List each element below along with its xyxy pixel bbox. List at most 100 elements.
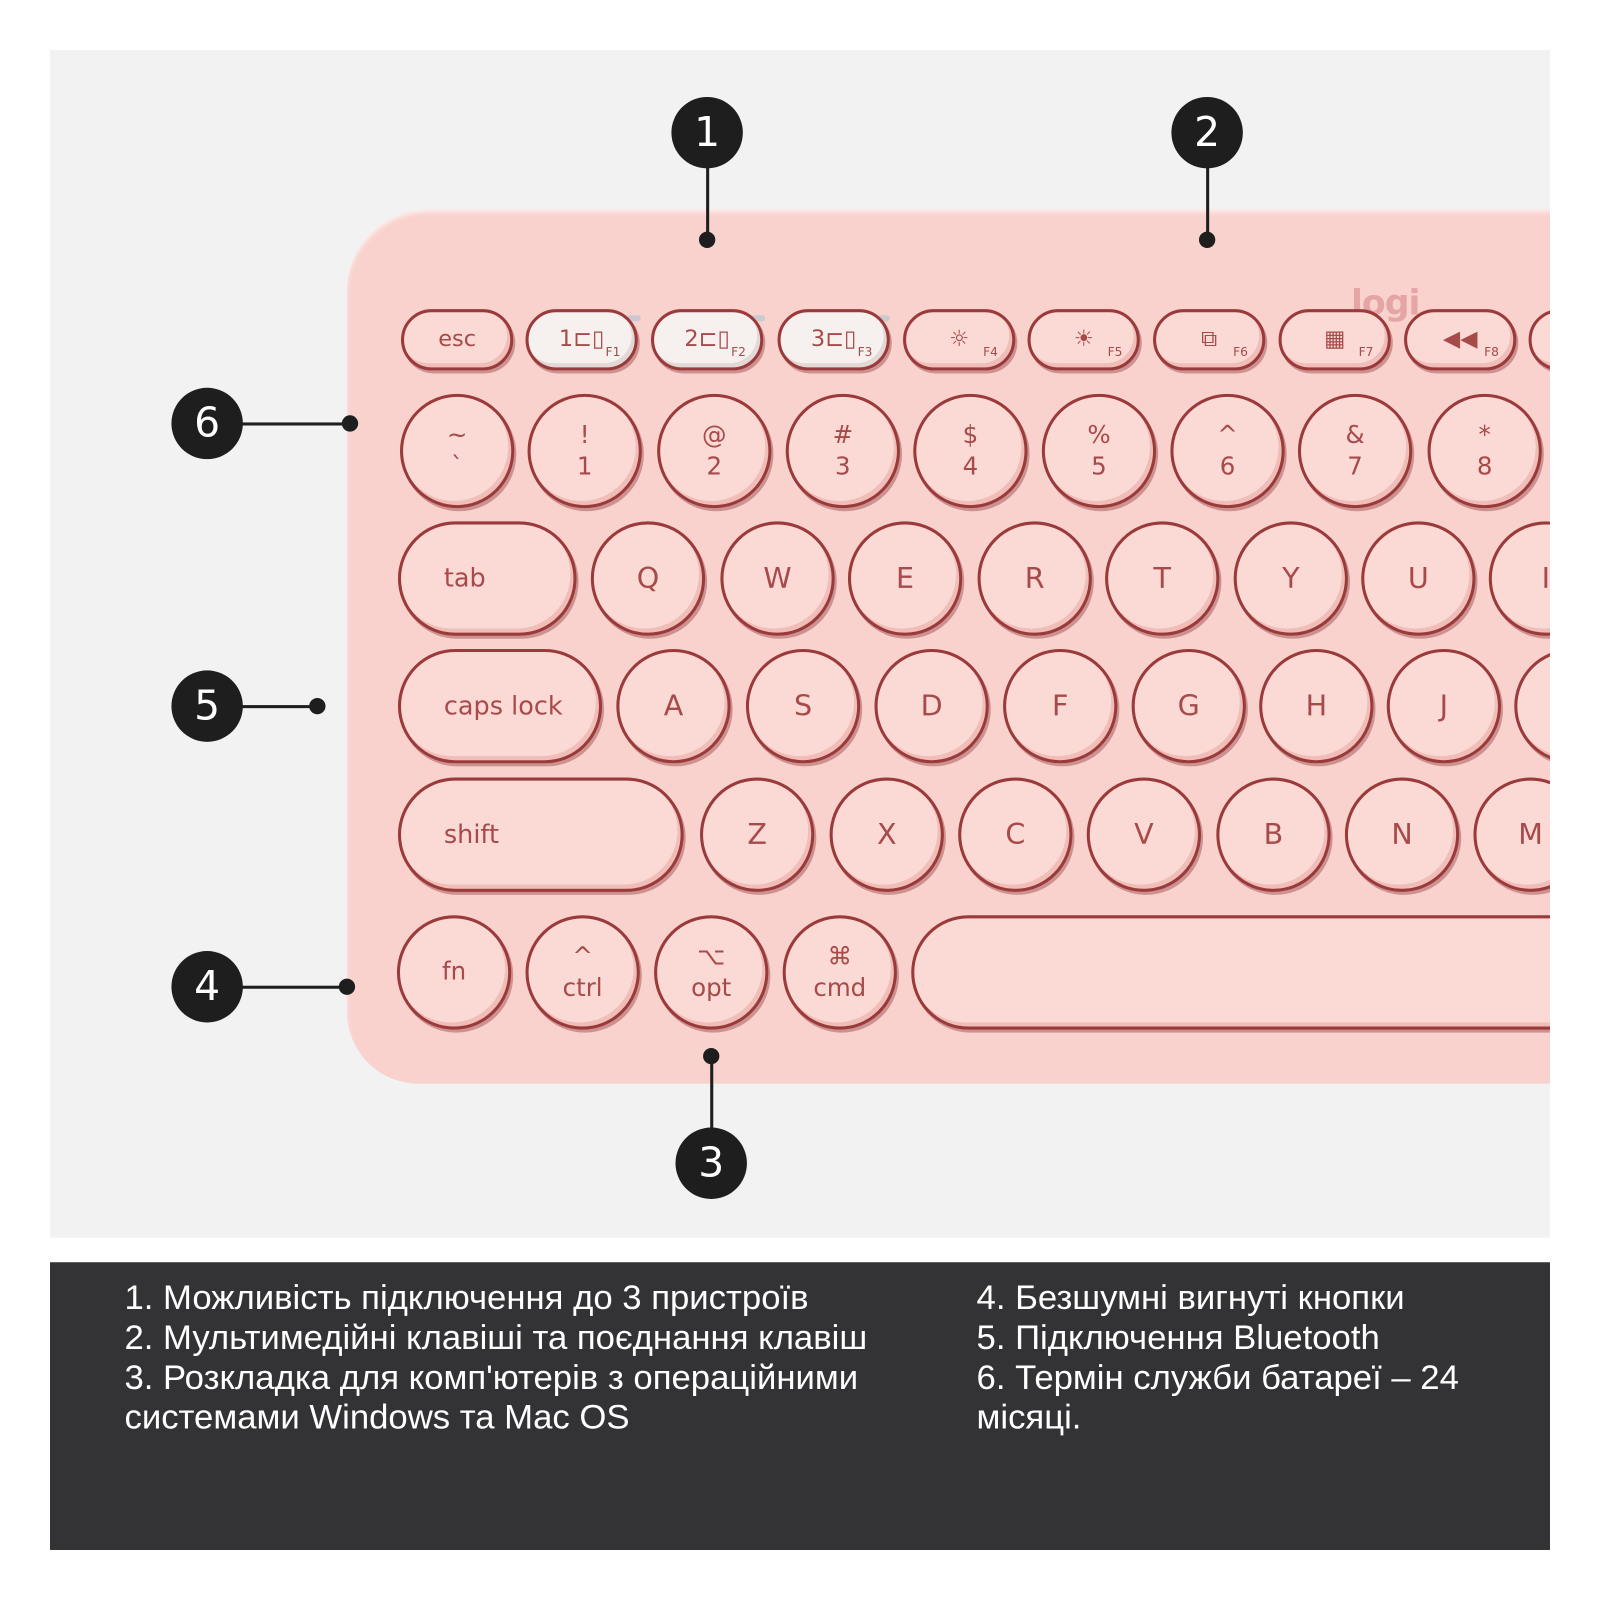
key-k[interactable]: K (1514, 648, 1550, 764)
key-num-3[interactable]: #3 (785, 393, 900, 509)
key-y[interactable]: Y (1233, 521, 1348, 636)
key-f8[interactable]: ◀◀F8 (1404, 309, 1517, 371)
key-i[interactable]: I (1488, 521, 1550, 636)
key-c[interactable]: C (958, 777, 1073, 892)
feature-2: 2. Мультимедійні клавіші та поєднання кл… (124, 1318, 868, 1358)
devices-icon: ⊏▯ (825, 326, 857, 352)
key-f7[interactable]: ▦F7 (1278, 309, 1391, 371)
key-num-8[interactable]: *8 (1427, 393, 1542, 509)
key-symbol: ^ (572, 941, 593, 971)
key-num-0[interactable]: ~` (399, 393, 515, 509)
key-num-7[interactable]: &7 (1297, 393, 1413, 509)
key-label: 8 (1476, 452, 1493, 481)
key-f9[interactable] (1528, 309, 1550, 371)
key-shift[interactable]: shift (397, 777, 684, 892)
fn-sublabel: F5 (1107, 345, 1123, 360)
shift-label: ^ (1217, 420, 1238, 449)
key-cmd[interactable]: ⌘cmd (782, 915, 897, 1030)
key-t[interactable]: T (1105, 521, 1220, 636)
key-esc[interactable]: esc (401, 309, 514, 371)
callout-dot (341, 415, 359, 432)
key-f3[interactable]: 3 ⊏▯F3 (777, 309, 890, 371)
key-v[interactable]: V (1086, 777, 1202, 892)
key-a[interactable]: A (616, 648, 731, 764)
key-label: opt (691, 973, 732, 1003)
key-symbol: ⌘ (827, 941, 853, 971)
fn-sublabel: F7 (1358, 345, 1374, 360)
key-j[interactable]: J (1386, 648, 1502, 764)
key-b[interactable]: B (1216, 777, 1331, 892)
key-label: 2 (706, 452, 723, 481)
key-label: ◀◀ (1442, 326, 1478, 352)
key-w[interactable]: W (720, 521, 835, 636)
key-r[interactable]: R (977, 521, 1092, 636)
key-label: tab (443, 563, 486, 593)
devices-icon: ⊏▯ (698, 326, 730, 352)
key-label: Y (1282, 561, 1300, 595)
key-caps-lock[interactable]: caps lock (397, 648, 603, 764)
channel-2-led (751, 315, 766, 322)
key-space[interactable] (911, 915, 1550, 1030)
key-e[interactable]: E (847, 521, 963, 636)
features-panel: 1. Можливість підключення до 3 пристроїв… (49, 1262, 1550, 1550)
key-f4[interactable]: ☼F4 (903, 309, 1016, 371)
key-f5[interactable]: ☀ F5 (1027, 309, 1140, 371)
channel-3-led (875, 315, 890, 322)
features-left: 1. Можливість підключення до 3 пристроїв… (124, 1279, 940, 1438)
callout-line (207, 985, 347, 989)
key-ctrl[interactable]: ^ctrl (525, 915, 640, 1030)
key-q[interactable]: Q (590, 521, 706, 636)
key-s[interactable]: S (745, 648, 861, 764)
key-label: Z (747, 817, 767, 851)
key-label: 3 (810, 326, 826, 352)
key-f1[interactable]: 1 ⊏▯F1 (525, 309, 638, 371)
shift-label: * (1478, 420, 1491, 449)
shift-label: $ (962, 420, 979, 449)
shift-label: % (1087, 420, 1111, 449)
features-right: 4. Безшумні вигнуті кнопки 5. Підключенн… (977, 1279, 1487, 1438)
key-num-4[interactable]: $4 (913, 393, 1028, 509)
feature-3: 3. Розкладка для комп'ютерів з операційн… (124, 1358, 859, 1437)
key-num-5[interactable]: %5 (1041, 393, 1157, 509)
key-z[interactable]: Z (699, 777, 815, 892)
key-label: ⧉ (1201, 326, 1218, 352)
key-num-1[interactable]: !1 (527, 393, 642, 509)
callout-3: 3 (675, 1127, 747, 1199)
channel-1-led (626, 315, 641, 322)
key-tab[interactable]: tab (397, 521, 577, 636)
callout-line (207, 704, 318, 708)
key-u[interactable]: U (1361, 521, 1476, 636)
key-symbol: ⌥ (697, 941, 726, 971)
callout-dot (309, 697, 326, 715)
key-fn[interactable]: fn (396, 915, 512, 1030)
fn-sublabel: F6 (1233, 345, 1248, 360)
key-f[interactable]: F (1003, 648, 1118, 764)
key-label: T (1153, 561, 1171, 595)
fn-sublabel: F2 (731, 345, 746, 360)
key-label: W (763, 561, 792, 595)
key-m[interactable]: M (1473, 777, 1550, 892)
devices-icon: ⊏▯ (573, 326, 605, 352)
key-h[interactable]: H (1259, 648, 1374, 764)
callout-6: 6 (171, 387, 243, 460)
key-f6[interactable]: ⧉ F6 (1153, 309, 1266, 371)
key-num-6[interactable]: ^6 (1170, 393, 1285, 509)
key-label: caps lock (443, 690, 563, 721)
key-label: A (663, 688, 684, 723)
key-label: H (1305, 688, 1328, 723)
key-d[interactable]: D (874, 648, 989, 764)
key-label: I (1541, 561, 1550, 595)
feature-5: 5. Підключення Bluetooth (976, 1318, 1380, 1358)
key-num-2[interactable]: @2 (657, 393, 772, 509)
key-label: ☀ (1073, 326, 1094, 352)
key-label: 6 (1219, 452, 1236, 481)
key-f2[interactable]: 2 ⊏▯F2 (651, 309, 764, 371)
key-label: C (1005, 817, 1026, 851)
callout-dot (703, 1047, 720, 1065)
key-g[interactable]: G (1131, 648, 1246, 764)
key-opt[interactable]: ⌥opt (654, 915, 769, 1030)
key-label: Q (636, 561, 660, 595)
key-n[interactable]: N (1344, 777, 1460, 892)
key-x[interactable]: X (829, 777, 944, 892)
